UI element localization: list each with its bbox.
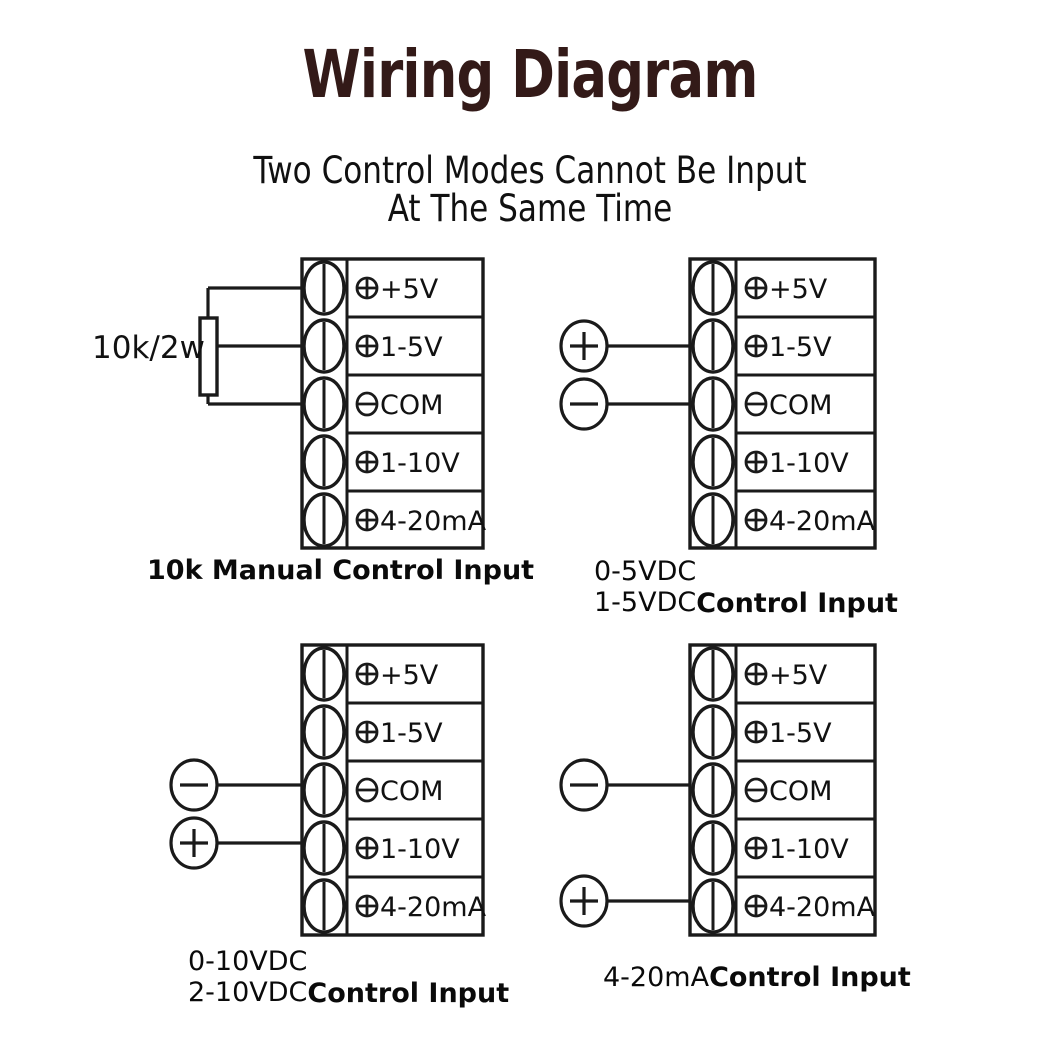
plus-glyph [570,887,598,915]
terminal-label-5v: +5V [769,660,828,691]
plus-glyph [180,829,208,857]
terminal-label-4-20ma: 4-20mA [769,892,876,923]
caption-panel-ma-4-20: 4-20mA Control Input [603,963,911,992]
terminal-label-1-5v: 1-5V [769,718,832,749]
potentiometer-body [198,316,219,397]
panel-manual-10k: 10k/2w [92,257,487,550]
plus-terminal-glyph [357,278,377,298]
terminal-label-com: COM [769,390,832,421]
terminal-label-5v: +5V [380,660,439,691]
plus-terminal-glyph [746,336,766,356]
terminal-label-4-20ma: 4-20mA [380,892,487,923]
potentiometer-wiring [206,286,302,406]
terminal-label-1-10v: 1-10V [380,834,460,865]
plus-source-terminal-4[interactable] [559,874,609,928]
plus-terminal-glyph [746,838,766,858]
terminal-label-1-5v: 1-5V [769,332,832,363]
caption-panel-vdc-0-10: 0-10VDC 2-10VDC Control Input [188,946,509,1008]
resistor-value-label: 10k/2w [92,330,205,366]
plus-terminal-glyph [357,510,377,530]
terminal-row-1-2: 1-5V [355,332,443,363]
terminal-row-2-2: 1-5V [744,332,832,363]
terminal-label-4-20ma: 4-20mA [769,506,876,537]
terminal-screws-3[interactable] [302,646,346,934]
plus-source-terminal-2[interactable] [559,319,609,373]
terminal-row-4-3: COM [744,776,832,807]
terminal-row-3-5: 4-20mA [355,892,487,923]
caption-plain-4: 4-20mA [603,962,710,993]
terminal-row-3-3: COM [355,776,443,807]
caption-bold-1: 10k Manual Control Input [147,555,535,586]
source-wiring-2 [606,344,690,406]
plus-terminal-glyph [746,510,766,530]
terminal-row-3-1: +5V [355,660,439,691]
terminal-row-4-1: +5V [744,660,828,691]
terminal-row-2-3: COM [744,390,832,421]
terminal-label-5v: +5V [380,274,439,305]
terminal-screws-2[interactable] [691,260,735,548]
minus-source-terminal-2[interactable] [559,377,609,431]
caption-stack-3: 0-10VDC 2-10VDC [188,946,307,1008]
caption-bold-3: Control Input [307,978,510,1009]
panel-ma-4-20: +5V 1-5V COM 1-10V 4-20mA [559,643,877,937]
terminal-row-2-4: 1-10V [744,448,849,479]
terminal-label-com: COM [769,776,832,807]
caption-stack-2-line1: 0-5VDC [594,556,697,587]
page-subtitle: Two Control Modes Cannot Be Input At The… [85,152,975,228]
plus-terminal-glyph [357,664,377,684]
terminal-row-1-4: 1-10V [355,448,460,479]
plus-glyph [570,332,598,360]
caption-bold-2: Control Input [696,588,898,619]
plus-terminal-glyph [357,452,377,472]
caption-stack-2-line2: 1-5VDC [594,587,697,618]
source-wiring-4 [606,783,690,903]
plus-source-terminal-3[interactable] [169,816,219,870]
terminal-label-1-10v: 1-10V [380,448,460,479]
page-title: Wiring Diagram [302,36,758,113]
caption-stack-3-line2: 2-10VDC [188,977,308,1008]
terminal-label-4-20ma: 4-20mA [380,506,487,537]
terminal-row-3-2: 1-5V [355,718,443,749]
plus-terminal-glyph [746,452,766,472]
terminal-screws-4[interactable] [691,646,735,934]
caption-bold-4: Control Input [709,962,911,993]
terminal-row-1-1: +5V [355,274,439,305]
terminal-row-4-5: 4-20mA [744,892,876,923]
terminal-label-1-10v: 1-10V [769,834,849,865]
caption-panel-vdc-0-5: 0-5VDC 1-5VDC Control Input [594,556,898,618]
caption-stack-2: 0-5VDC 1-5VDC [594,556,696,618]
source-wiring-3 [216,783,302,845]
plus-terminal-glyph [357,838,377,858]
plus-terminal-glyph [746,896,766,916]
terminal-row-1-5: 4-20mA [355,506,487,537]
subtitle-line-2: At The Same Time [387,187,673,230]
terminal-row-2-5: 4-20mA [744,506,876,537]
terminal-label-1-10v: 1-10V [769,448,849,479]
minus-source-terminal-3[interactable] [169,758,219,812]
terminal-row-1-3: COM [355,390,443,421]
plus-terminal-glyph [357,336,377,356]
terminal-row-4-4: 1-10V [744,834,849,865]
terminal-row-4-2: 1-5V [744,718,832,749]
plus-terminal-glyph [746,722,766,742]
plus-terminal-glyph [746,664,766,684]
terminal-screws-1[interactable] [302,260,346,548]
plus-terminal-glyph [357,896,377,916]
terminal-label-1-5v: 1-5V [380,332,443,363]
subtitle-line-1: Two Control Modes Cannot Be Input [253,149,807,192]
plus-terminal-glyph [746,278,766,298]
terminal-label-1-5v: 1-5V [380,718,443,749]
terminal-label-com: COM [380,390,443,421]
minus-source-terminal-4[interactable] [559,758,609,812]
terminal-row-3-4: 1-10V [355,834,460,865]
terminal-row-2-1: +5V [744,274,828,305]
plus-terminal-glyph [357,722,377,742]
caption-stack-3-line1: 0-10VDC [188,946,308,977]
terminal-label-5v: +5V [769,274,828,305]
panel-vdc-0-10: +5V 1-5V COM 1-10V 4-20mA [169,643,487,937]
caption-panel-manual-10k: 10k Manual Control Input [147,556,534,585]
terminal-label-com: COM [380,776,443,807]
panel-vdc-0-5: +5V 1-5V COM 1-10V 4-20mA [559,257,877,550]
